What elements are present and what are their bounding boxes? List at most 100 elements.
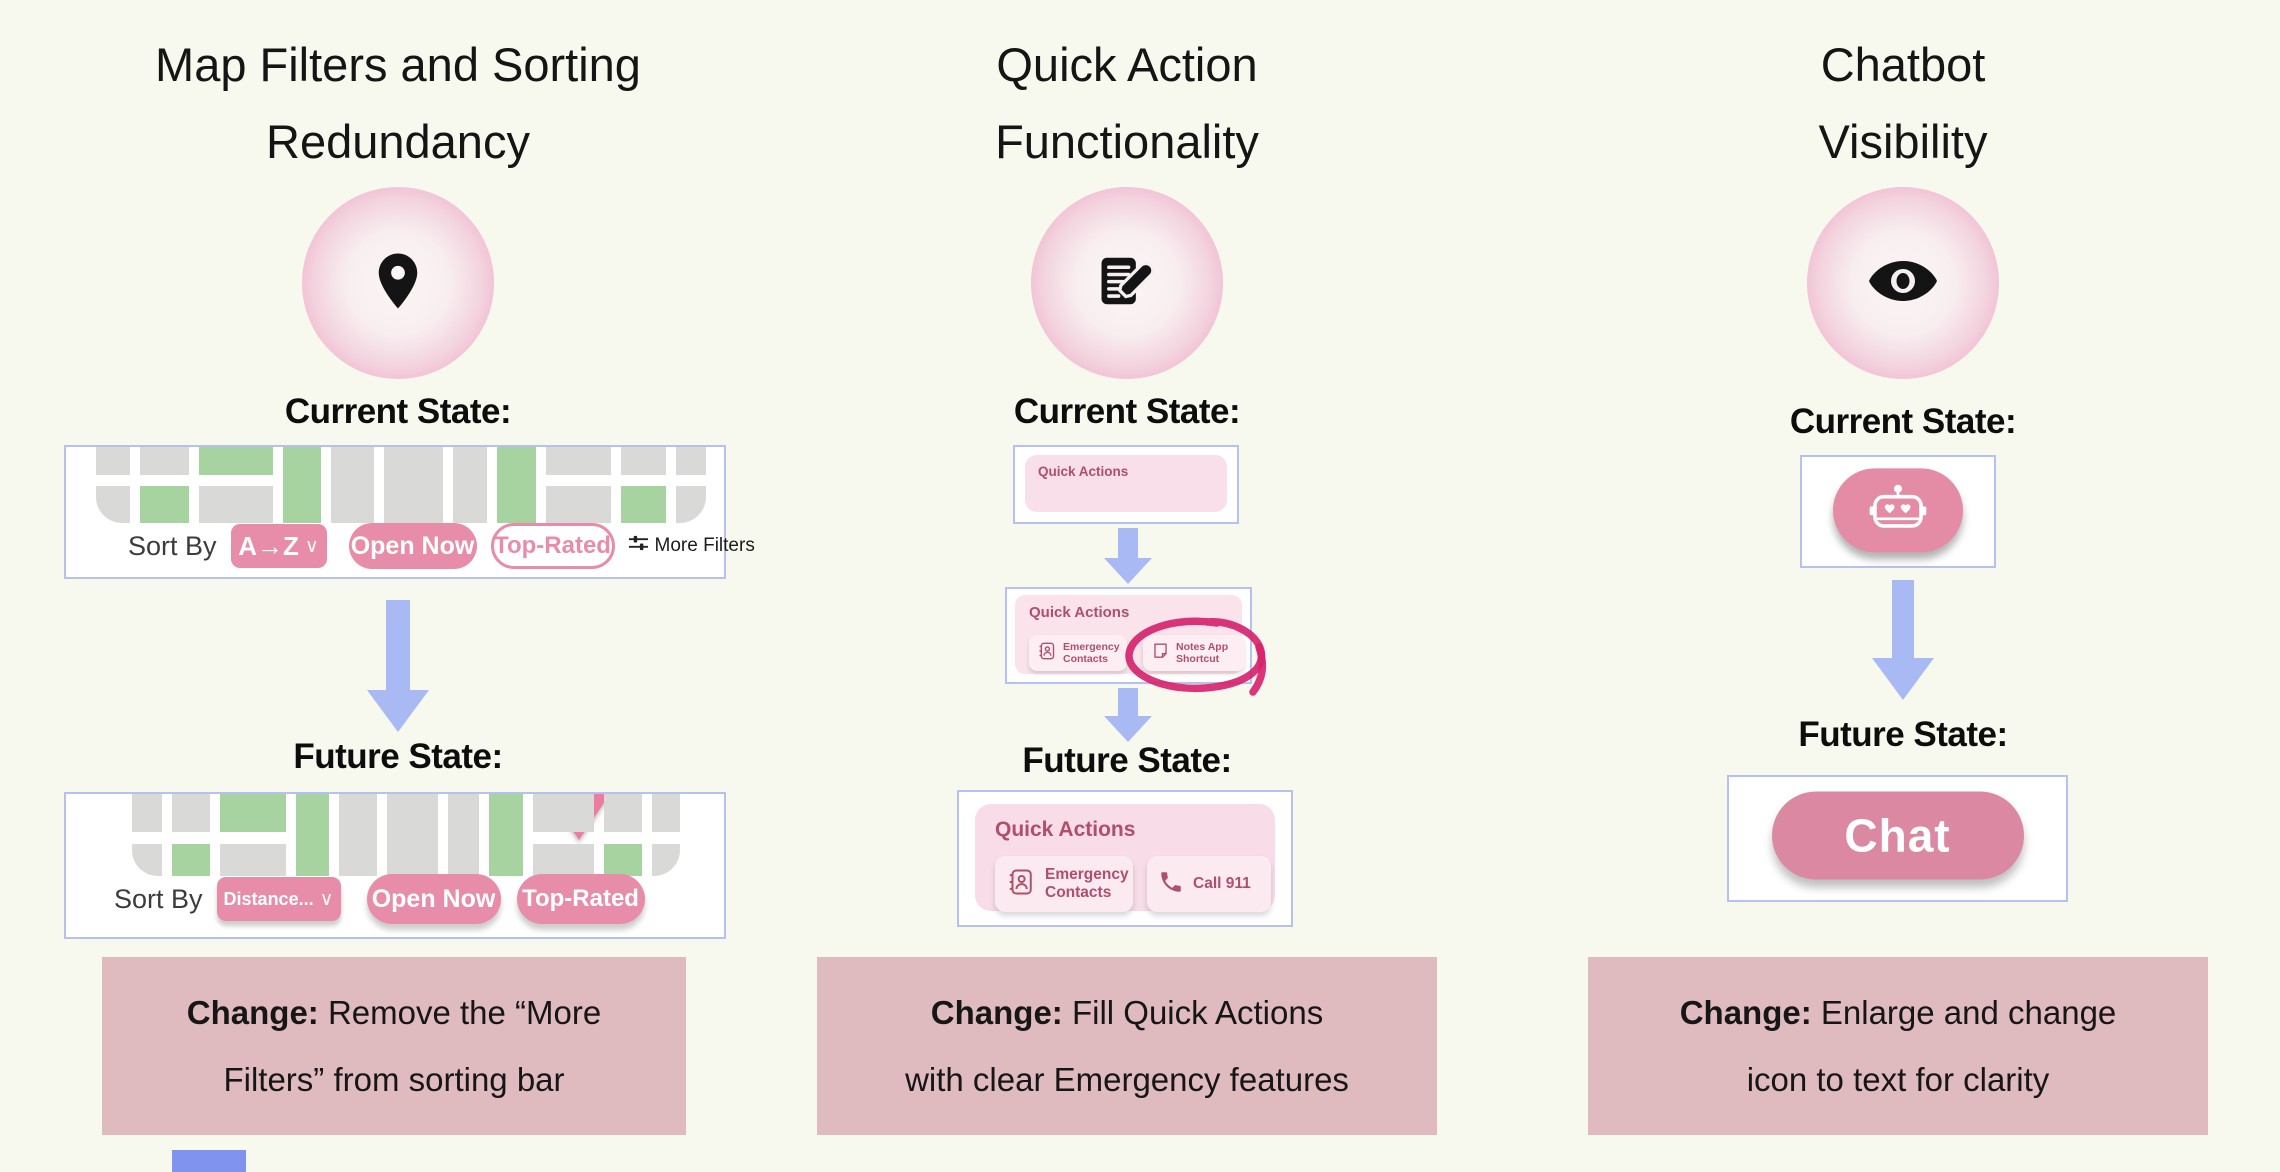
map-mockup	[132, 794, 680, 876]
top-rated-button[interactable]: Top-Rated	[516, 874, 645, 924]
open-now-button[interactable]: Open Now	[366, 874, 501, 924]
more-filters-button[interactable]: More Filters	[628, 534, 755, 558]
map-block	[140, 486, 189, 523]
map-block-column	[140, 447, 189, 523]
map-block	[96, 447, 131, 475]
map-block	[384, 447, 444, 523]
column3-icon-badge	[1807, 187, 1999, 379]
map-block	[489, 794, 524, 876]
column1-title-line1: Map Filters and Sorting	[155, 38, 641, 91]
contacts-icon	[1006, 867, 1036, 902]
map-mockup-current-card: Sort By A→Z ∨ Open Now Top-Rated More Fi…	[64, 445, 755, 579]
chatbot-button[interactable]	[1833, 467, 1963, 552]
map-mockup-future-card: Sort By Distance... ∨ Open Now Top-Rated	[64, 792, 726, 939]
column3-change-box: Change: Enlarge and change icon to text …	[1588, 957, 2208, 1135]
sort-value: Distance...	[223, 888, 314, 909]
chatbot-current-card	[1800, 455, 1996, 568]
column3-title-line1: Chatbot	[1820, 38, 1986, 91]
column2-icon-badge	[1031, 187, 1223, 379]
change-label: Change:	[186, 994, 319, 1031]
open-now-button[interactable]: Open Now	[348, 523, 477, 569]
column3-current-state-heading: Current State:	[1789, 402, 2017, 441]
quick-actions-title: Quick Actions	[1038, 464, 1129, 479]
column1-title-line2: Redundancy	[266, 115, 530, 168]
map-block-column	[296, 794, 330, 876]
map-block	[296, 794, 330, 876]
change-line1: Change: Enlarge and change	[1680, 979, 2117, 1046]
arrow-head	[367, 690, 429, 732]
column1-icon-badge	[302, 187, 494, 379]
change-text: Fill Quick Actions	[1062, 994, 1324, 1031]
chevron-down-icon: ∨	[319, 888, 334, 910]
arrow-shaft	[1118, 528, 1138, 558]
map-mockup	[96, 447, 706, 523]
change-line1: Change: Fill Quick Actions	[931, 979, 1323, 1046]
note-edit-icon	[1096, 250, 1158, 317]
column1-change-box: Change: Remove the “More Filters” from s…	[102, 957, 686, 1135]
arrow-head	[1104, 558, 1152, 584]
button-label: Call 911	[1193, 875, 1251, 892]
quick-actions-title: Quick Actions	[995, 818, 1136, 841]
map-block	[546, 447, 612, 475]
map-block	[676, 447, 706, 475]
map-block	[132, 844, 163, 876]
map-block-column	[339, 794, 377, 876]
column2-change-box: Change: Fill Quick Actions with clear Em…	[817, 957, 1437, 1135]
map-block-column	[384, 447, 444, 523]
change-text: Remove the “More	[318, 994, 602, 1031]
change-line2: icon to text for clarity	[1746, 1061, 2050, 1098]
column1-title: Map Filters and Sorting Redundancy	[48, 26, 748, 180]
map-block	[652, 844, 680, 876]
sort-dropdown-distance[interactable]: Distance... ∨	[216, 877, 341, 921]
map-block-column	[489, 794, 524, 876]
map-block	[219, 794, 287, 832]
chat-button[interactable]: Chat	[1771, 790, 2024, 879]
map-block	[172, 844, 210, 876]
sort-dropdown-az[interactable]: A→Z ∨	[230, 524, 327, 568]
map-block	[198, 447, 274, 475]
map-block-column	[283, 447, 321, 523]
change-label: Change:	[1679, 994, 1812, 1031]
note-icon	[1151, 641, 1170, 665]
map-block-column	[448, 794, 480, 876]
map-block-column	[96, 447, 131, 523]
arrow-shaft	[386, 600, 410, 690]
column2-future-state-heading: Future State:	[1022, 741, 1232, 780]
sort-bar-future: Sort By Distance... ∨ Open Now Top-Rated	[114, 873, 645, 925]
call-911-button[interactable]: Call 911	[1147, 856, 1271, 912]
chevron-down-icon: ∨	[304, 535, 319, 557]
quick-actions-current-card: Quick Actions	[1013, 445, 1239, 524]
map-block-column	[386, 794, 439, 876]
arrow-shaft	[1118, 688, 1138, 716]
map-block-column	[603, 794, 643, 876]
arrow-down-icon	[1104, 688, 1152, 742]
map-block	[621, 447, 667, 475]
map-block	[140, 447, 189, 475]
top-rated-button[interactable]: Top-Rated	[490, 523, 615, 569]
column1-future-state-heading: Future State:	[293, 737, 503, 776]
change-line1: Change: Remove the “More	[187, 979, 601, 1046]
phone-icon	[1158, 869, 1184, 900]
map-block-column	[219, 794, 287, 876]
arrow-down-icon	[367, 600, 429, 732]
map-block	[330, 447, 375, 523]
map-block-column	[132, 794, 163, 876]
robot-icon	[1867, 483, 1929, 536]
map-block	[96, 486, 131, 523]
column2-title: Quick Action Functionality	[777, 26, 1477, 180]
sort-bar-current: Sort By A→Z ∨ Open Now Top-Rated More Fi…	[128, 523, 755, 569]
map-block	[448, 794, 480, 876]
map-block	[603, 794, 643, 832]
map-block	[172, 794, 210, 832]
map-block	[652, 794, 680, 832]
sliders-icon	[628, 534, 649, 558]
map-block	[533, 794, 594, 832]
